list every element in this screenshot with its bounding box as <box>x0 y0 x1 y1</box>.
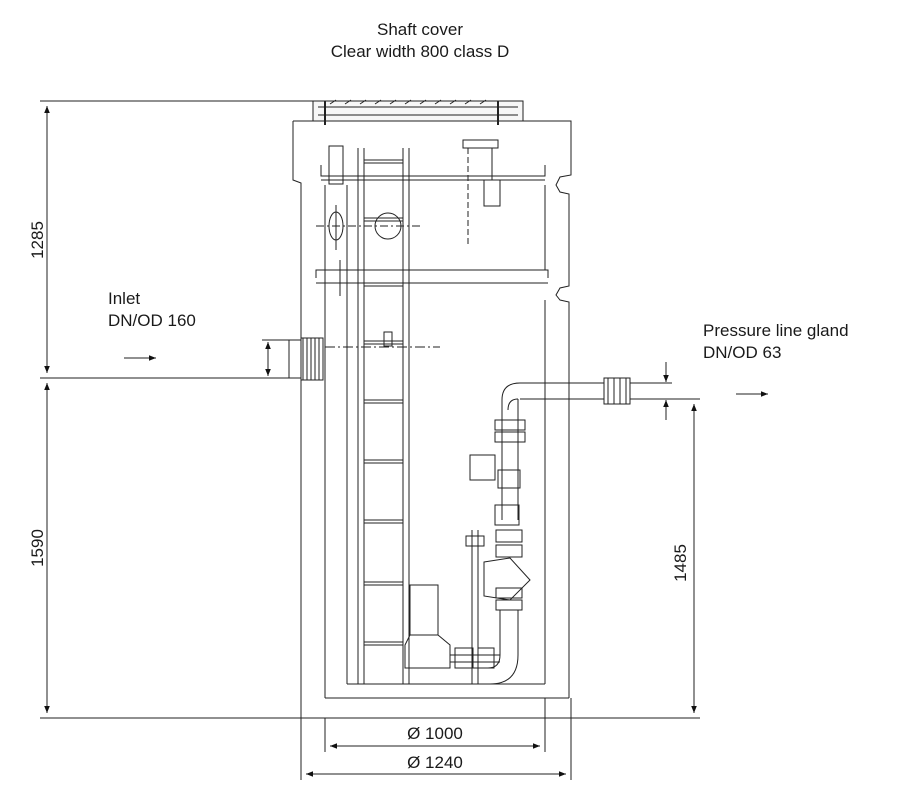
pressure-pipe-system <box>465 377 631 685</box>
ladder <box>357 148 410 684</box>
shaft-cover-label: Shaft cover Clear width 800 class D <box>300 19 540 63</box>
shaft-cover-title: Shaft cover <box>377 20 463 39</box>
dim-upper-height: 1285 <box>28 221 47 259</box>
shaft-body <box>301 185 572 719</box>
inlet-label: Inlet DN/OD 160 <box>108 288 196 332</box>
submersible-pump <box>404 584 500 669</box>
shaft-cover <box>312 99 524 125</box>
shaft-cover-spec: Clear width 800 class D <box>330 42 510 61</box>
pressure-line-title: Pressure line gland <box>703 321 849 340</box>
upper-shaft-ring <box>292 101 572 718</box>
dim-outer-diameter: Ø 1240 <box>407 753 463 772</box>
inlet-spec: DN/OD 160 <box>108 311 196 330</box>
upper-fittings <box>316 139 501 296</box>
inlet-pipe <box>288 331 440 381</box>
dim-lower-height: 1590 <box>28 529 47 567</box>
dimension-lines <box>40 100 768 780</box>
dim-outlet-height: 1485 <box>671 544 690 582</box>
dim-inner-diameter: Ø 1000 <box>407 724 463 743</box>
inlet-title: Inlet <box>108 289 141 308</box>
pressure-line-spec: DN/OD 63 <box>703 343 782 362</box>
pressure-line-label: Pressure line gland DN/OD 63 <box>703 320 849 364</box>
